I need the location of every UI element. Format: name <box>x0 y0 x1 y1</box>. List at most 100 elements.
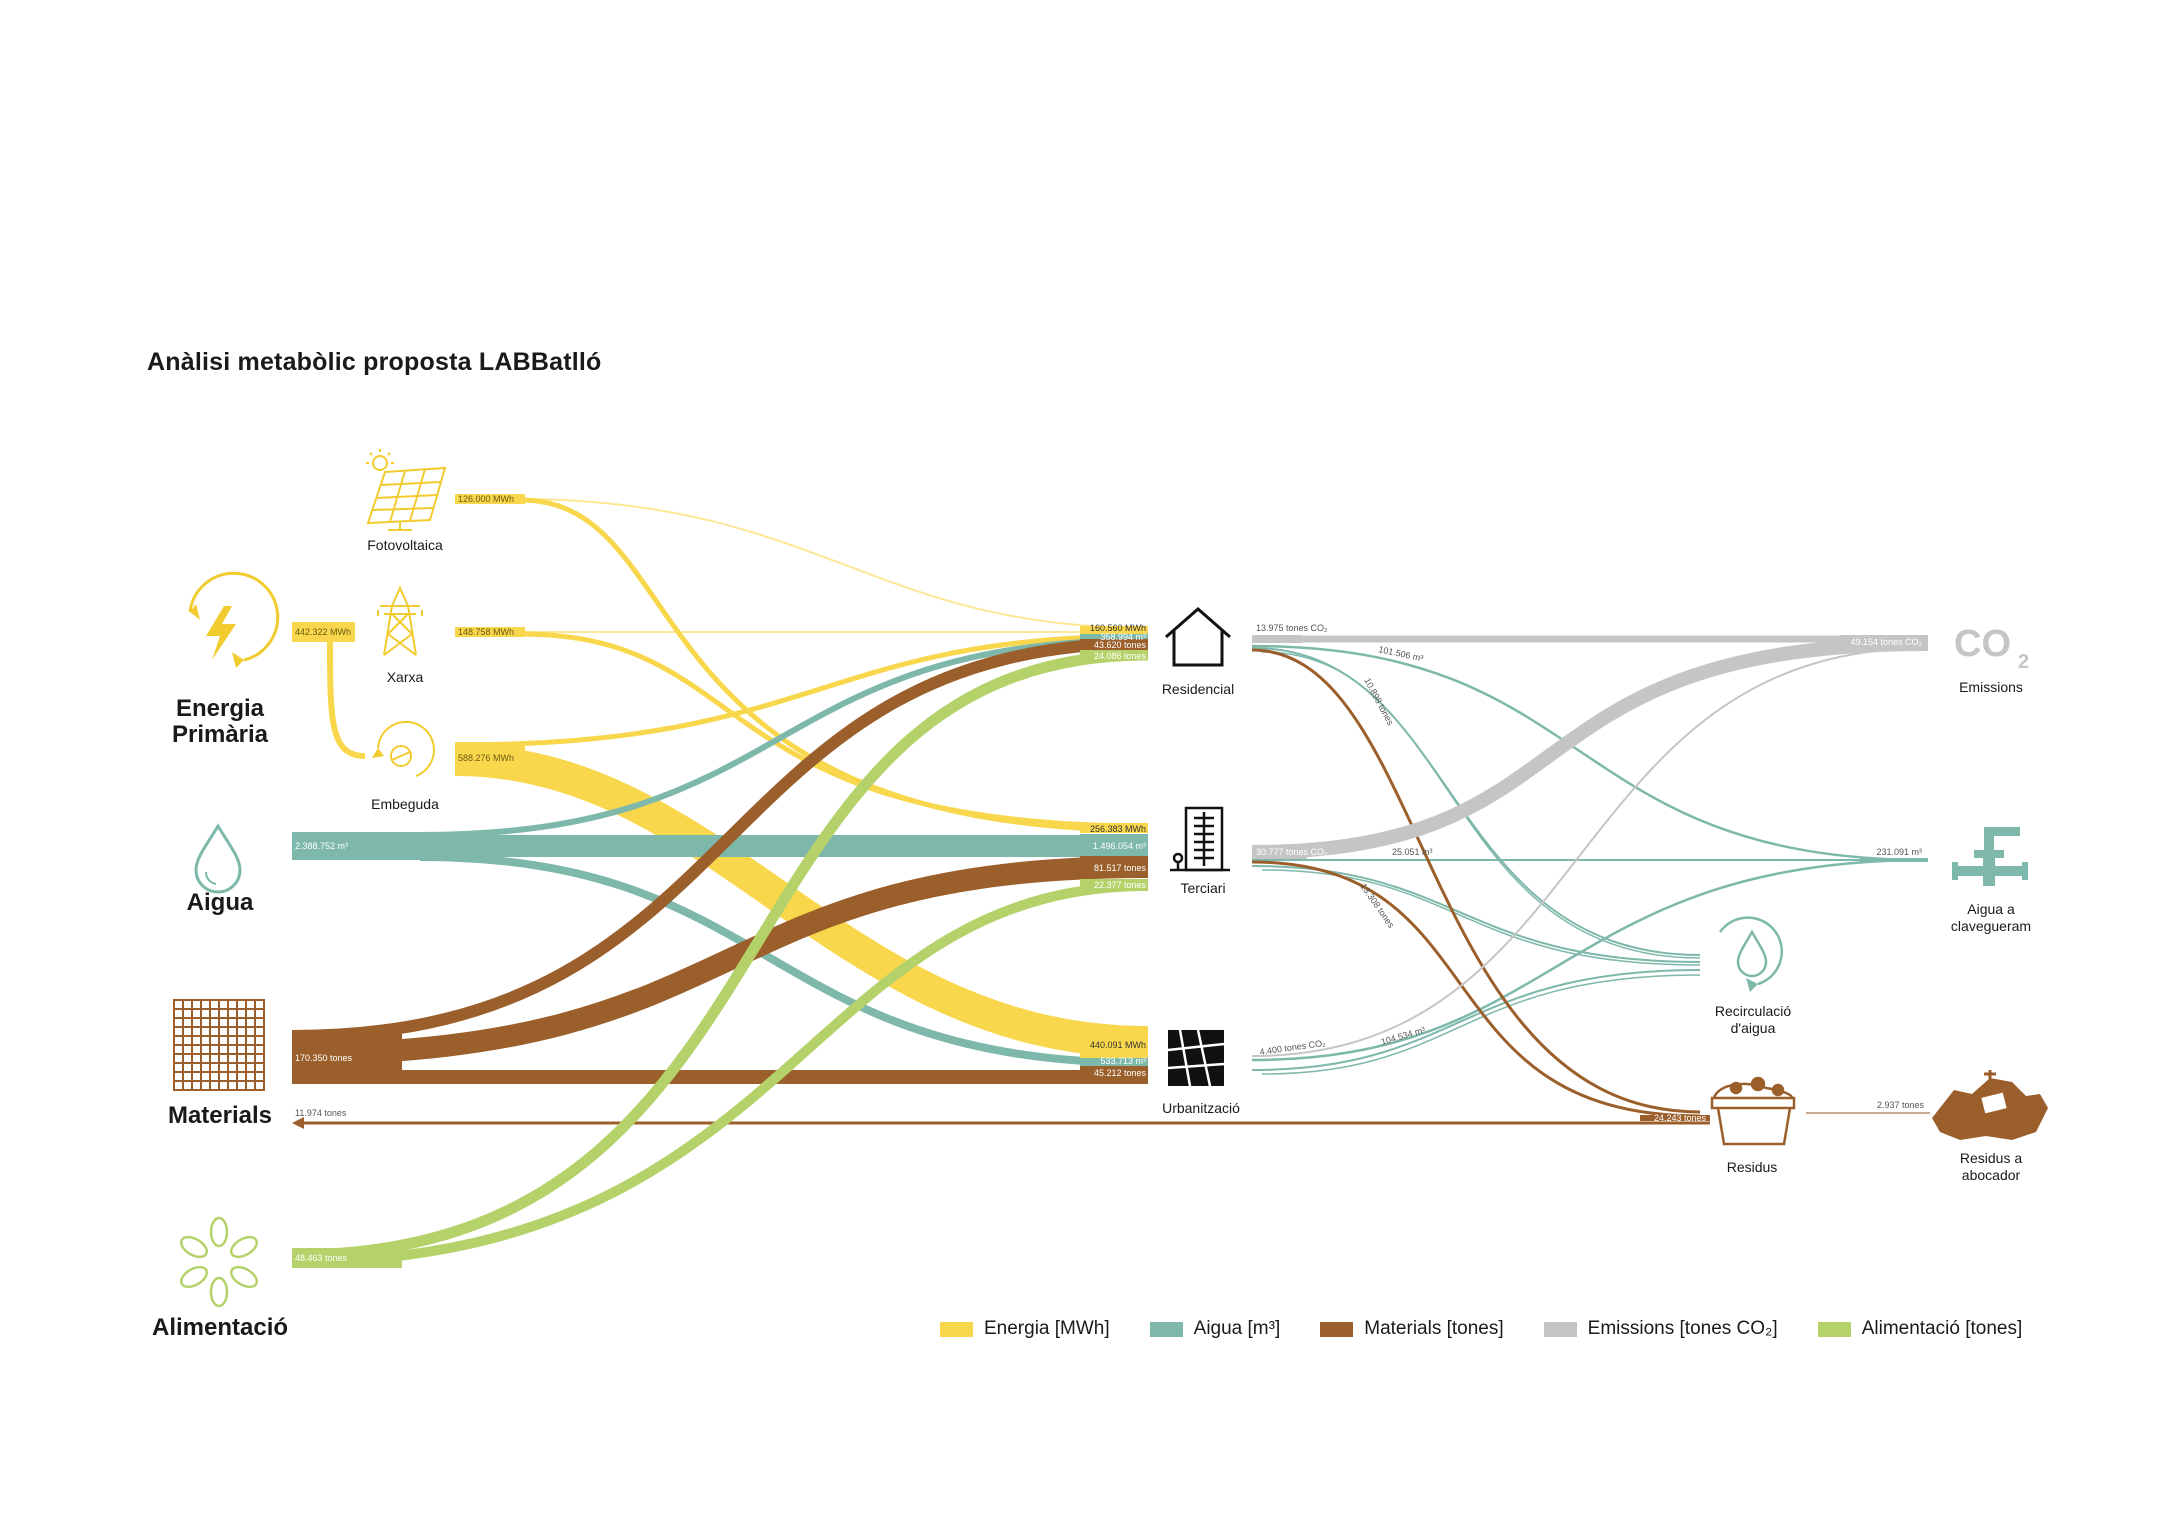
flow-fv-residencial <box>519 498 1149 629</box>
label-alimentacio: 48.463 tones <box>295 1253 348 1263</box>
ter-food-bar <box>1080 879 1148 889</box>
label-res-alim: 24.086 tones <box>1094 651 1147 661</box>
node-label-emissions: Emissions <box>1959 679 2023 695</box>
node-label-xarxa: Xarxa <box>386 669 424 685</box>
label-res-waste: 10.898 tones <box>1362 676 1395 727</box>
legend-swatch-emissions <box>1543 1321 1577 1337</box>
flow-materials-residencial <box>291 637 1149 1042</box>
label-res-aigua: 358.994 m³ <box>1100 632 1146 642</box>
node-label-residencial: Residencial <box>1161 681 1235 697</box>
label-energia-primaria: 442.322 MWh <box>295 627 351 637</box>
node-label-terciari: Terciari <box>1180 880 1226 896</box>
flow-ter-residus <box>1251 860 1701 1118</box>
use-node-bars <box>292 494 1928 1268</box>
legend-label-energia: Energia [MWh] <box>984 1318 1110 1339</box>
flow-aigua-urbanitzacio <box>419 853 1149 1067</box>
urb-energy-bar <box>1080 1026 1148 1058</box>
flow-alim-terciari <box>291 881 1149 1267</box>
legend-item-emissions: Emissions [tones CO₂] <box>1543 1318 1778 1340</box>
label-urb-materials: 45.212 tones <box>1094 1068 1147 1078</box>
co2-icon: CO 2 <box>1954 623 2029 673</box>
food-source-bar <box>292 1248 402 1268</box>
ter-energy-bar <box>1080 823 1148 833</box>
flow-primary-embeguda <box>327 639 366 759</box>
flow-aigua-residencial <box>419 637 1149 838</box>
co2-subscript: 2 <box>2018 651 2029 673</box>
label-embeguda: 588.276 MWh <box>458 753 514 763</box>
urban-map-icon <box>1167 1029 1225 1087</box>
ter-materials-bar <box>1080 856 1148 878</box>
node-label-fotovoltaica: Fotovoltaica <box>367 537 443 553</box>
label-xarxa: 148.758 MWh <box>458 627 514 637</box>
xarxa-bar <box>455 627 525 637</box>
fotovoltaica-bar <box>455 494 525 504</box>
res-food-bar <box>1080 650 1148 660</box>
source-label-alimentacio: Alimentació <box>151 1314 289 1341</box>
flow-recirc-back-res <box>1261 651 1701 959</box>
res-energy-bar <box>1080 626 1148 634</box>
water-recirculation-icon <box>1718 916 1784 992</box>
label-fotovoltaica: 126.000 MWh <box>458 494 514 504</box>
res-out-bar <box>1252 635 1302 643</box>
legend-swatch-materials <box>1320 1321 1354 1337</box>
energy-primary-icon <box>188 571 280 668</box>
label-ter-energia: 256.383 MWh <box>1090 824 1146 834</box>
legend-label-emissions: Emissions [tones CO₂] <box>1587 1318 1778 1339</box>
label-abocador: 2.937 tones <box>1877 1100 1925 1110</box>
office-building-icon <box>1170 806 1230 872</box>
materials-grid-icon <box>173 999 265 1091</box>
legend-label-alimentacio: Alimentació [tones] <box>1861 1318 2023 1339</box>
flow-res-residus <box>1251 648 1701 1114</box>
label-ter-water-out: 25.051 m³ <box>1392 847 1433 857</box>
waste-bin-icon <box>1710 1076 1796 1146</box>
label-aigua: 2.388.752 m³ <box>295 841 348 851</box>
node-label-abocador: Residus a abocador <box>1959 1150 2023 1183</box>
flow-ter-emissions <box>1251 637 1929 859</box>
ter-water-bar <box>1080 834 1148 856</box>
legend-swatch-energia <box>940 1321 973 1337</box>
power-pylon-icon <box>377 585 423 656</box>
source-label-energia: Energia Primària <box>171 695 269 748</box>
legend-label-aigua: Aigua [m³] <box>1193 1318 1281 1339</box>
res-materials-bar <box>1080 639 1148 650</box>
flow-xarxa-terciari <box>519 631 1149 829</box>
landfill-heap-icon <box>1932 1070 2048 1140</box>
food-leaves-icon <box>179 1216 259 1308</box>
res-water-bar <box>1080 634 1148 640</box>
ter-out-bar <box>1252 845 1307 859</box>
pipe-tap-icon <box>1952 827 2028 886</box>
primary-energy-bar <box>292 622 355 642</box>
urb-water-bar <box>1080 1058 1148 1066</box>
diagram-title: Anàlisi metabòlic proposta LABBatlló <box>147 348 602 376</box>
embeguda-bar <box>455 742 525 776</box>
label-total-clavegueram: 231.091 m³ <box>1876 847 1922 857</box>
label-materials: 170.350 tones <box>295 1053 353 1063</box>
label-ter-aigua: 1.496.054 m³ <box>1093 841 1146 851</box>
label-urb-energia: 440.091 MWh <box>1090 1040 1146 1050</box>
label-res-co2: 13.975 tones CO₂ <box>1256 623 1328 633</box>
emissions-flows <box>1251 635 1929 1057</box>
label-urb-water-out: 104.534 m³ <box>1380 1025 1427 1047</box>
legend-item-alimentacio: Alimentació [tones] <box>1817 1318 2023 1340</box>
label-ter-materials: 81.517 tones <box>1094 863 1147 873</box>
emissions-in-bar <box>1840 635 1928 649</box>
node-label-embeguda: Embeguda <box>371 796 439 812</box>
label-total-residus: 24.243 tones <box>1654 1113 1707 1123</box>
source-label-aigua: Aigua <box>186 889 254 916</box>
food-flows <box>291 649 1149 1267</box>
solar-panel-icon <box>366 449 447 531</box>
label-ter-alim: 22.377 tones <box>1094 880 1147 890</box>
co2-text: CO <box>1954 623 2011 665</box>
label-res-energia: 160.560 MWh <box>1090 623 1146 633</box>
label-res-water-out: 101.506 m³ <box>1378 644 1425 663</box>
legend-item-energia: Energia [MWh] <box>940 1318 1110 1340</box>
legend-swatch-aigua <box>1149 1321 1183 1337</box>
flow-urb-emissions <box>1251 647 1929 1057</box>
materials-return-arrowhead <box>292 1117 304 1129</box>
flow-urb-recirculacio <box>1251 969 1701 1071</box>
legend-item-aigua: Aigua [m³] <box>1149 1318 1281 1340</box>
flow-alim-residencial <box>291 649 1149 1261</box>
flow-urb-clavegueram <box>1251 858 1929 1062</box>
materials-flows <box>291 637 1930 1129</box>
house-icon <box>1165 607 1231 667</box>
